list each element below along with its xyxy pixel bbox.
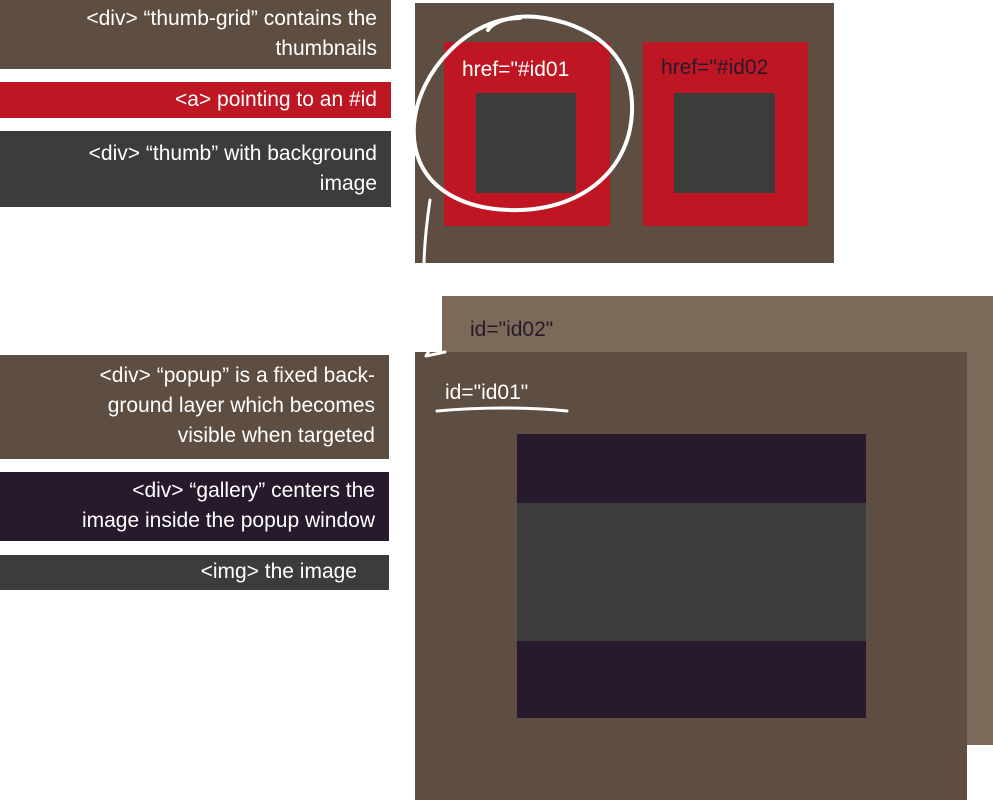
legend-thumb: <div> “thumb” with background image	[0, 131, 391, 207]
legend-thumb-grid: <div> “thumb-grid” contains the thumbnai…	[0, 0, 391, 69]
popup-back-id-label: id="id02"	[470, 318, 554, 341]
gallery-image	[517, 503, 866, 641]
legend-gallery: <div> “gallery” centers the image inside…	[0, 472, 389, 541]
thumbnail-thumb-2	[674, 93, 775, 193]
legend-anchor: <a> pointing to an #id	[0, 82, 391, 118]
thumbnail-thumb-1	[476, 93, 576, 193]
legend-img: <img> the image	[0, 555, 389, 590]
legend-popup: <div> “popup” is a fixed back- ground la…	[0, 355, 389, 459]
popup-front-id-label: id="id01"	[445, 381, 529, 404]
href-label-2: href="#id02	[661, 56, 769, 79]
href-label-1: href="#id01	[462, 58, 570, 81]
